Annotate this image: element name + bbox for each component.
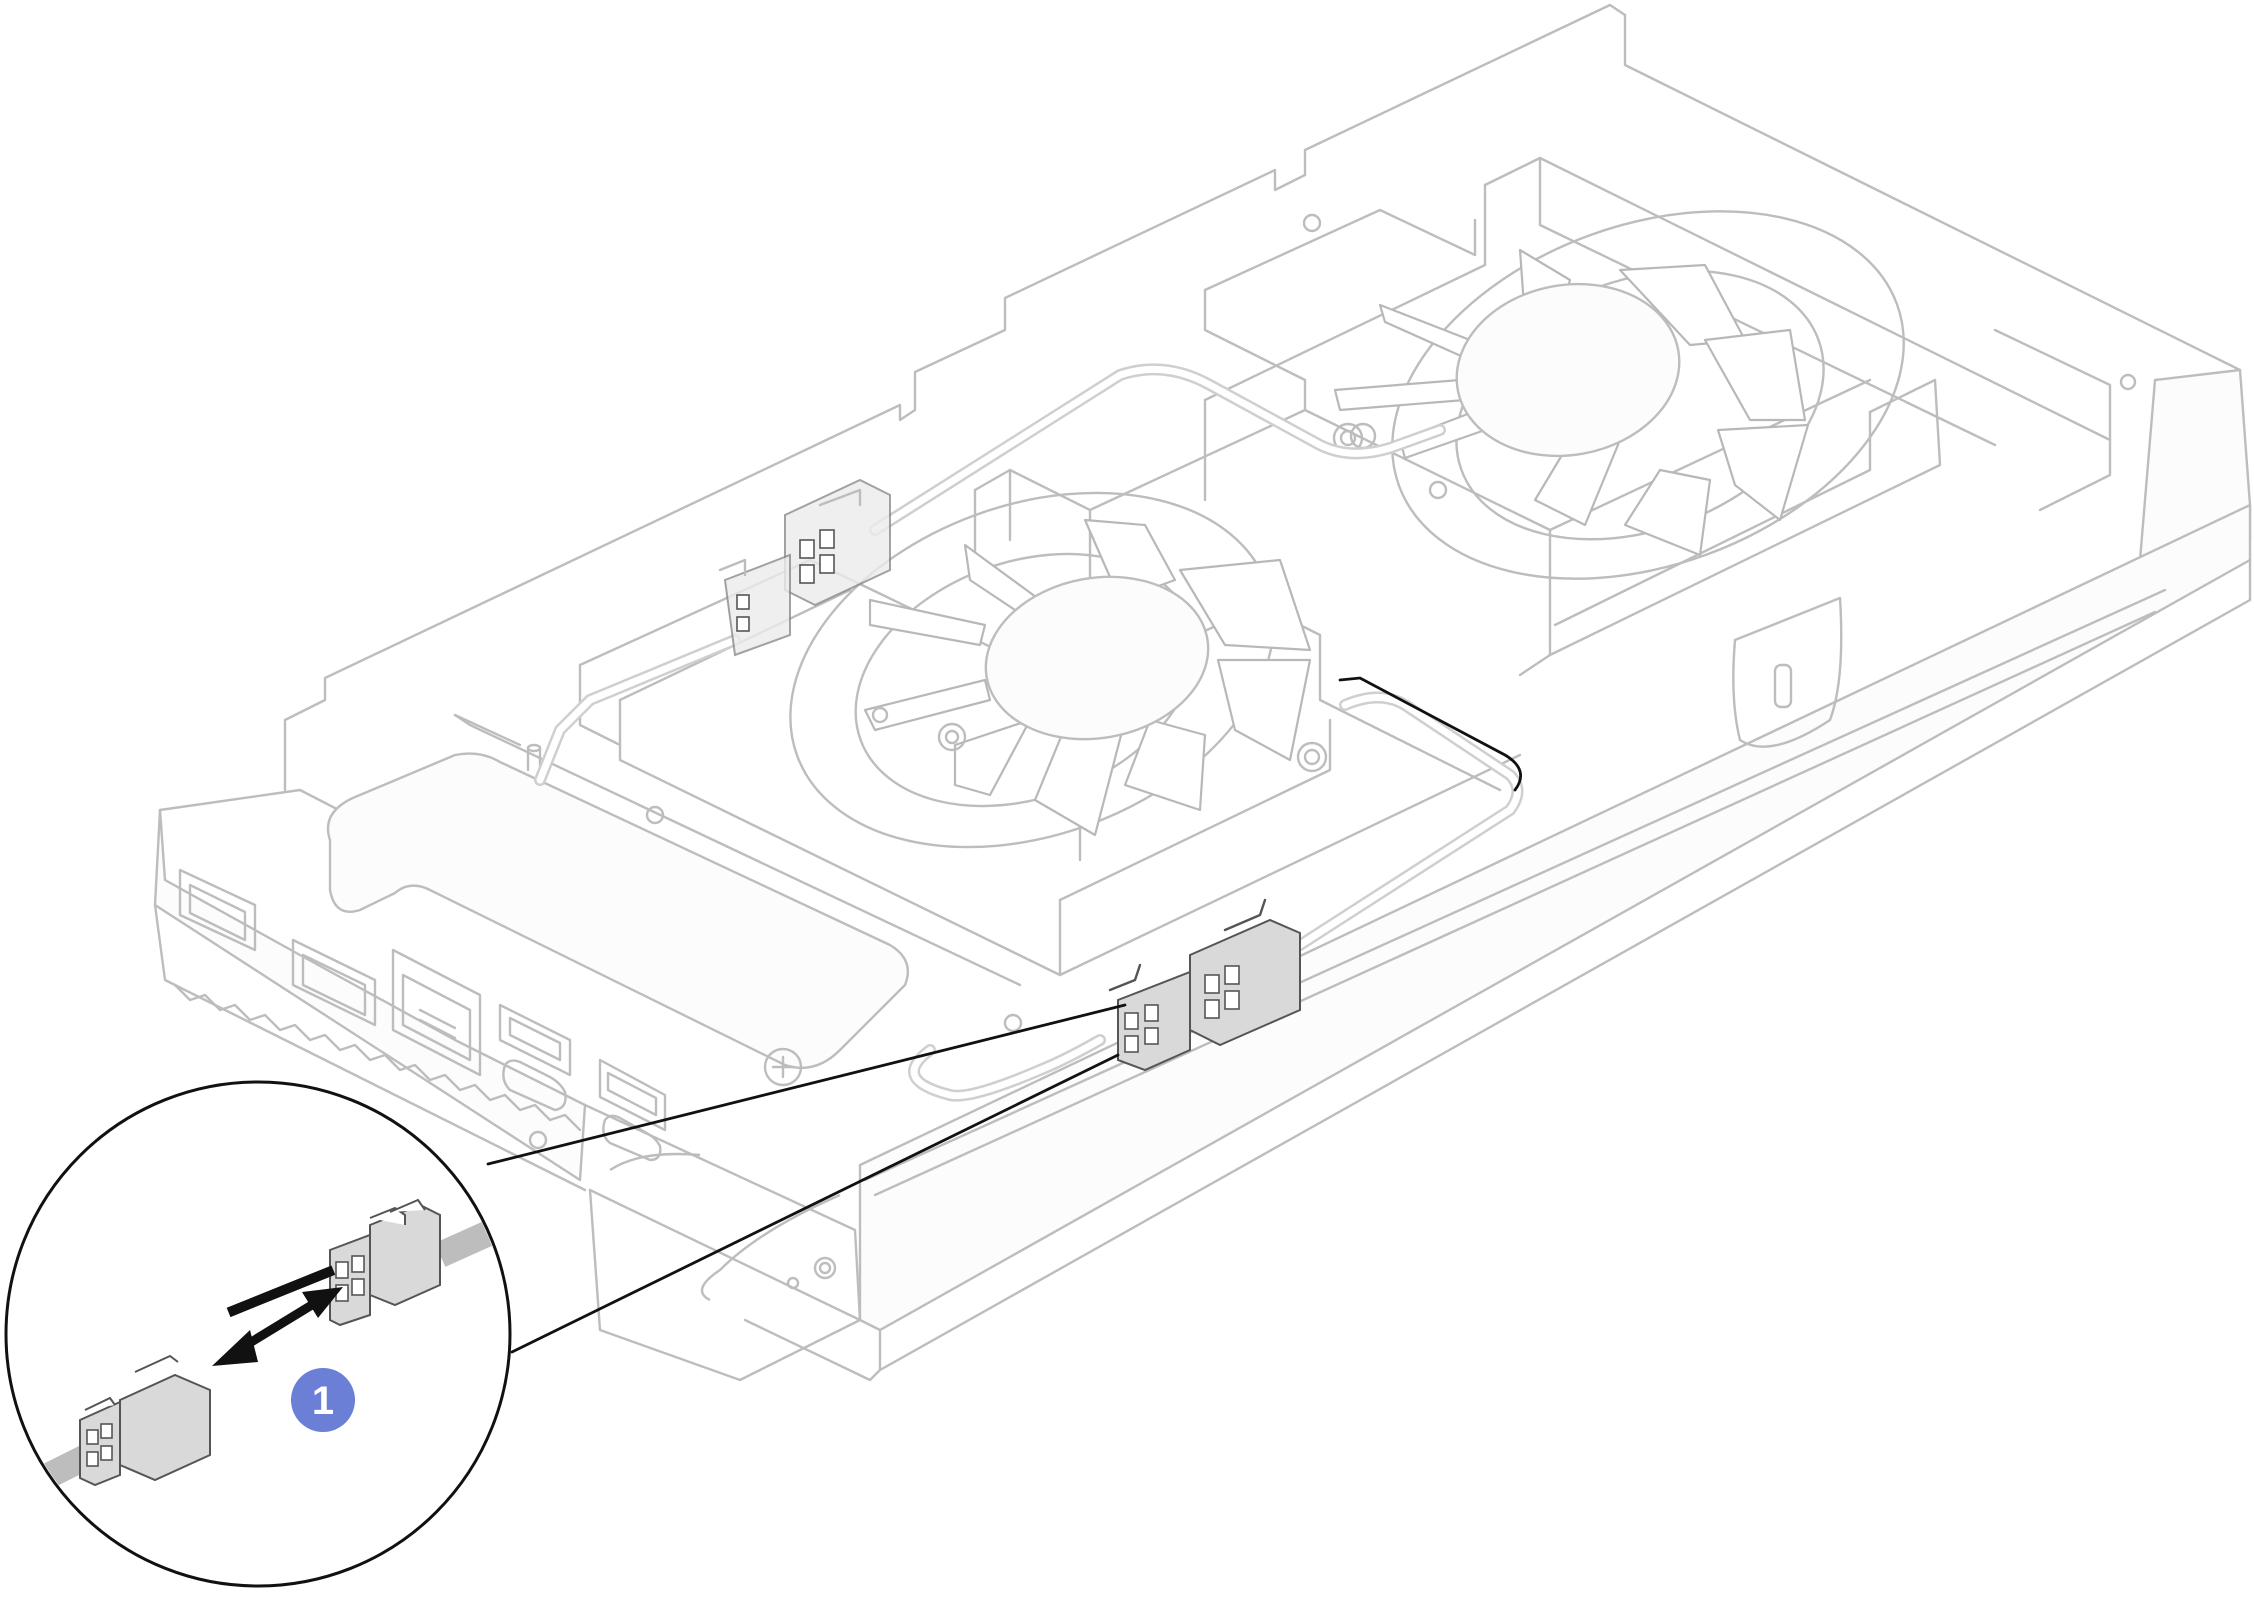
usb-c-port-2 — [602, 1114, 662, 1162]
rear-fan-duct — [1203, 156, 2137, 677]
disconnect-arrow-icon — [212, 1265, 343, 1366]
front-io-ports — [178, 868, 837, 1290]
power-button — [813, 1256, 837, 1280]
plate-screw — [763, 1047, 803, 1087]
callout-badge-1: 1 — [291, 1368, 355, 1432]
rear-fan-connector — [718, 478, 891, 657]
hdmi-port-2 — [291, 938, 377, 1027]
zoom-connector-board-side — [79, 1354, 211, 1487]
cable-outline-dark — [1338, 676, 1523, 792]
zoom-connector-fan-side — [329, 1198, 441, 1327]
front-fan — [789, 491, 1328, 849]
rear-fan — [1333, 210, 1905, 580]
usb-c-port-1 — [502, 1059, 567, 1112]
chassis — [153, 3, 2252, 1382]
ethernet-port — [391, 948, 482, 1077]
hdmi-port-1 — [178, 868, 257, 952]
front-fan-connector — [1108, 898, 1301, 1072]
rear-fan-hub — [1455, 282, 1681, 458]
front-fan-hub — [984, 575, 1210, 741]
usb-a-port-2 — [598, 1058, 667, 1132]
detail-magnifier: 1 — [4, 1003, 1127, 1588]
callout-number: 1 — [312, 1379, 334, 1423]
led-indicator — [528, 1130, 548, 1150]
fan-cables — [534, 363, 1524, 1302]
usb-a-port-1 — [498, 1003, 572, 1077]
card-cover-plate — [326, 713, 1023, 1087]
